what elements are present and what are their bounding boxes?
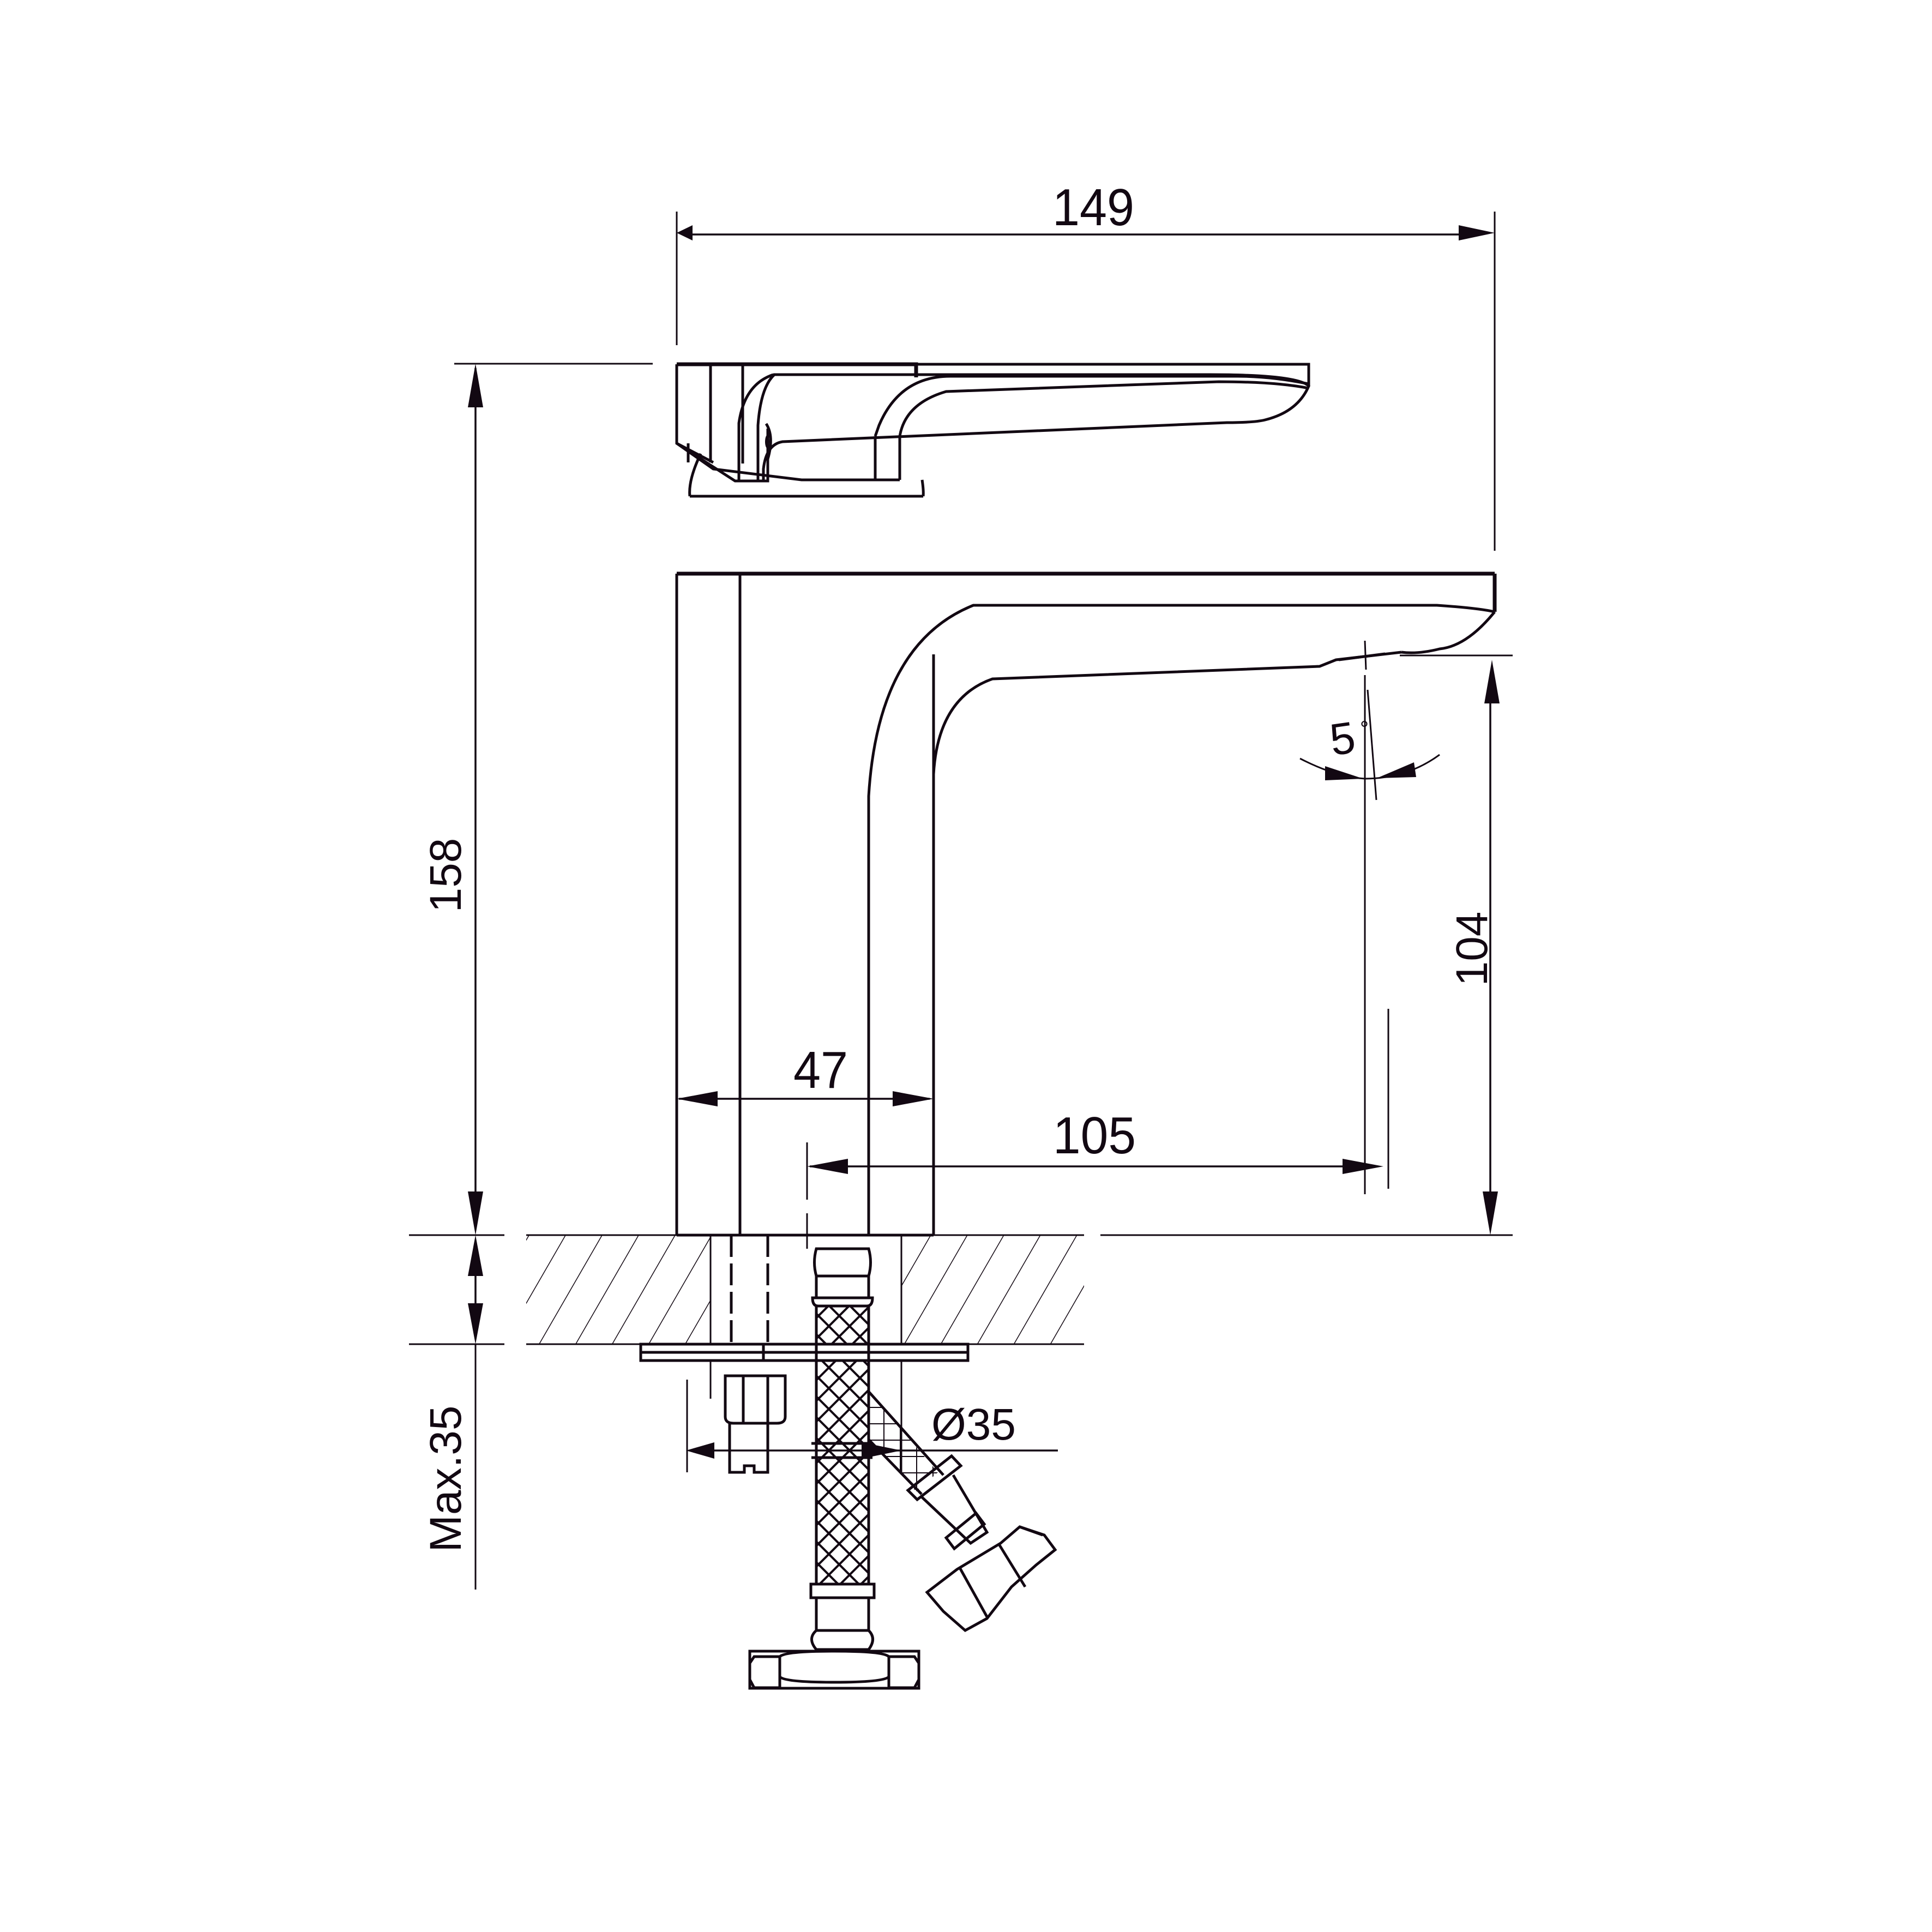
dim-label-158: 158 bbox=[421, 838, 471, 913]
arrowhead-right-icon bbox=[893, 1091, 934, 1106]
lever-body bbox=[675, 363, 1310, 482]
arrowhead-up-icon bbox=[1484, 660, 1500, 703]
spout bbox=[867, 574, 1497, 1235]
arrowhead-up-icon bbox=[468, 364, 483, 407]
arrowhead-right-icon bbox=[862, 1442, 901, 1459]
dim-overall-width: 149 bbox=[676, 178, 1496, 551]
arrowhead-right-icon bbox=[1459, 225, 1495, 240]
mounting-plate bbox=[639, 1343, 970, 1362]
braided-hose-angled bbox=[868, 1391, 989, 1551]
dim-spout-reach: 105 bbox=[806, 1009, 1389, 1249]
dim-body-width: 47 bbox=[677, 1041, 934, 1106]
threaded-stud bbox=[724, 1235, 787, 1474]
dim-spout-height: 104 bbox=[1100, 654, 1513, 1236]
arrowhead-down-icon bbox=[1483, 1191, 1498, 1235]
degree-symbol: ° bbox=[1360, 717, 1369, 741]
dim-counter-thickness: Max.35 bbox=[421, 1235, 483, 1590]
arrowhead-up-icon bbox=[468, 1235, 483, 1276]
arrowhead-down-icon bbox=[468, 1191, 483, 1235]
pivot-screw-icon bbox=[765, 435, 769, 448]
dim-label-diameter: Ø35 bbox=[931, 1400, 1016, 1449]
arrowhead-left-icon bbox=[677, 1091, 718, 1106]
hex-nut-angled bbox=[925, 1525, 1057, 1633]
dim-overall-height: 158 bbox=[421, 363, 653, 1235]
dim-label-angle: 5 bbox=[1327, 713, 1358, 765]
arrowhead-left-icon bbox=[807, 1159, 848, 1174]
arrowhead-right-icon bbox=[1325, 766, 1363, 780]
countertop-section bbox=[409, 1234, 1513, 1345]
dim-hole-diameter: Ø35 bbox=[686, 1361, 1058, 1472]
cartridge-cap bbox=[688, 453, 925, 498]
dim-label-149: 149 bbox=[1052, 178, 1134, 237]
dim-label-105: 105 bbox=[1053, 1106, 1136, 1165]
arrowhead-left-icon bbox=[677, 225, 693, 240]
braided-hose-straight bbox=[809, 1247, 876, 1651]
dim-spout-angle: 5 ° bbox=[1299, 640, 1440, 1194]
arrowhead-left-icon bbox=[686, 1442, 714, 1459]
dim-label-104: 104 bbox=[1447, 912, 1497, 986]
arrowhead-right-icon bbox=[1343, 1159, 1383, 1174]
arrowhead-left-icon bbox=[1377, 762, 1416, 778]
dim-label-47: 47 bbox=[793, 1041, 848, 1099]
arrowhead-down-icon bbox=[468, 1303, 483, 1344]
hex-nut-straight bbox=[748, 1650, 920, 1690]
dim-label-max35: Max.35 bbox=[421, 1406, 471, 1552]
